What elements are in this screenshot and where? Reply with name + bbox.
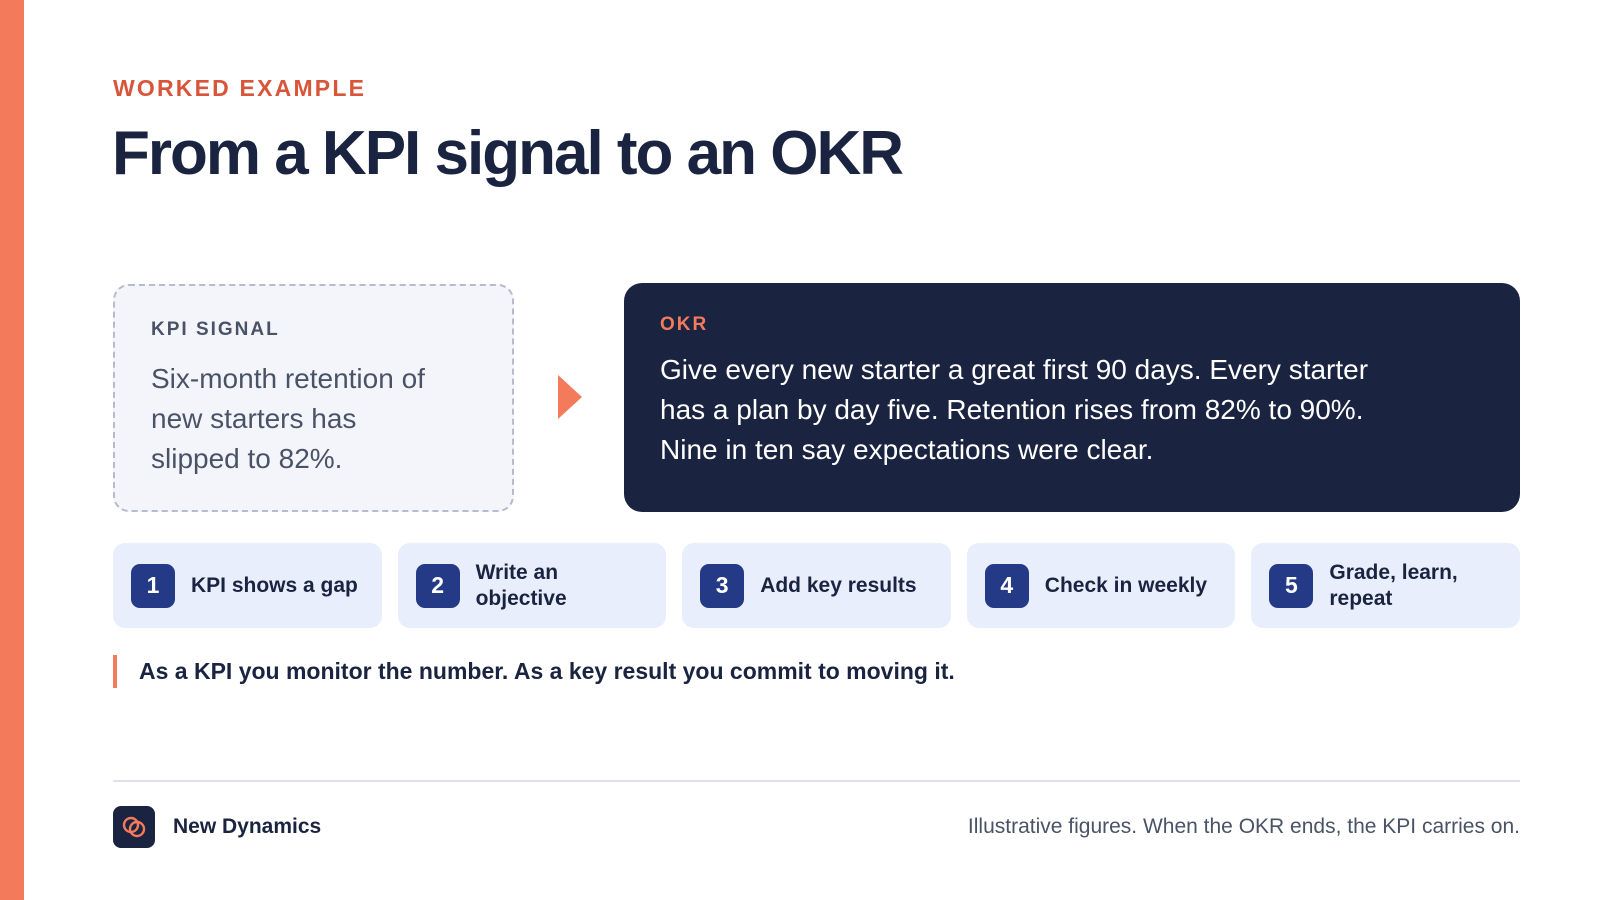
- footnote: Illustrative figures. When the OKR ends,…: [967, 815, 1520, 838]
- page-title: From a KPI signal to an OKR: [112, 119, 904, 188]
- arrow-right-icon: [558, 375, 582, 419]
- brand-name: New Dynamics: [173, 815, 322, 838]
- step-label: Check in weekly: [1044, 573, 1208, 597]
- step-number-badge: 1: [131, 563, 175, 608]
- step-2: 2 Write an objective: [397, 543, 667, 628]
- step-4: 4 Check in weekly: [966, 543, 1236, 628]
- kpi-card-body: Six-month retention of new starters has …: [151, 363, 425, 474]
- step-number-badge: 3: [700, 563, 745, 608]
- okr-card-label: OKR: [660, 314, 709, 335]
- kpi-card-label: KPI SIGNAL: [151, 319, 280, 340]
- step-number-badge: 5: [1269, 563, 1314, 608]
- left-accent-bar: [0, 0, 24, 900]
- step-number-badge: 4: [984, 563, 1029, 608]
- step-5: 5 Grade, learn, repeat: [1251, 543, 1520, 628]
- step-3: 3 Add key results: [682, 543, 951, 628]
- step-label: Add key results: [760, 573, 917, 597]
- steps-row: 1 KPI shows a gap 2 Write an objective 3…: [113, 543, 1520, 628]
- okr-card-body: Give every new starter a great first 90 …: [660, 354, 1369, 465]
- step-label: KPI shows a gap: [191, 573, 358, 597]
- brand: New Dynamics: [113, 806, 321, 848]
- pull-quote: As a KPI you monitor the number. As a ke…: [113, 655, 955, 688]
- eyebrow-label: WORKED EXAMPLE: [113, 75, 367, 101]
- linked-rings-icon: [113, 806, 155, 848]
- step-label: Grade, learn, repeat: [1329, 560, 1458, 610]
- step-number-badge: 2: [415, 563, 460, 608]
- footer-divider: [113, 780, 1520, 782]
- kpi-signal-card: KPI SIGNAL Six-month retention of new st…: [113, 284, 514, 512]
- okr-card: OKR Give every new starter a great first…: [624, 283, 1520, 512]
- step-label: Write an objective: [475, 560, 567, 610]
- step-1: 1 KPI shows a gap: [113, 543, 382, 628]
